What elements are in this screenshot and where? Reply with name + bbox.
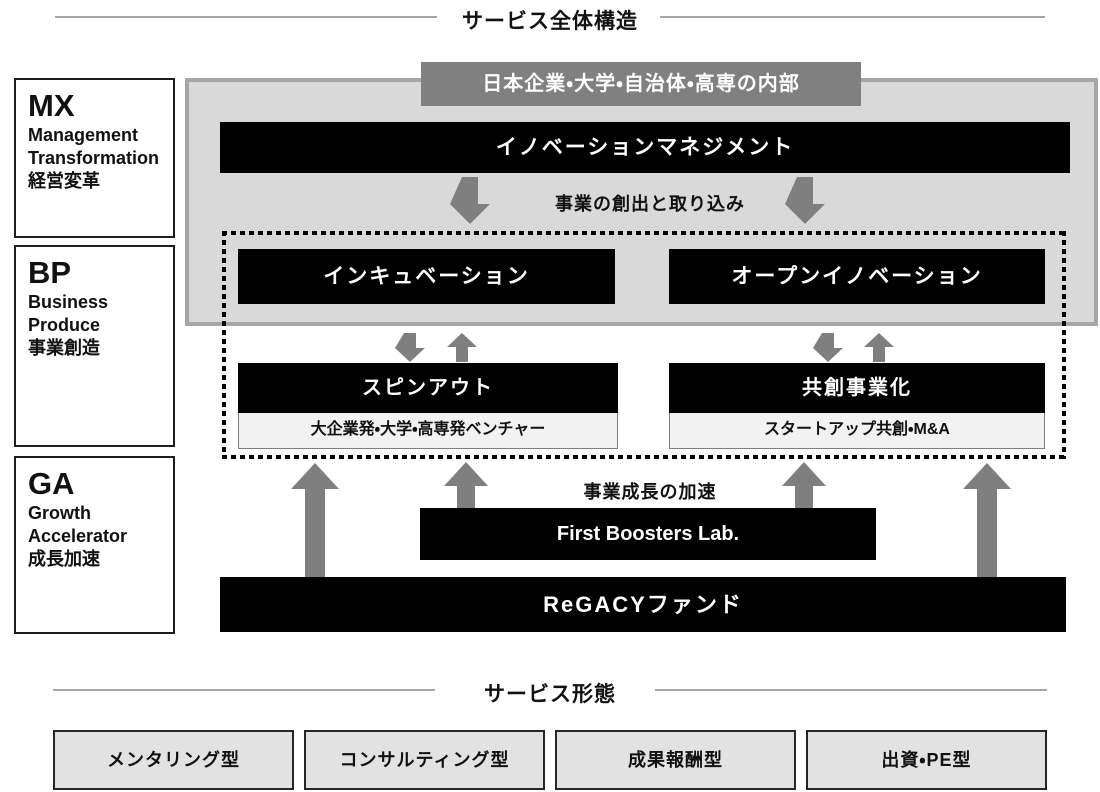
spinout-title: スピンアウト (238, 363, 618, 413)
cocreation-title: 共創事業化 (669, 363, 1045, 413)
service-type-mentoring: メンタリング型 (53, 730, 294, 790)
panel-mx-en1: Management (28, 124, 139, 145)
panel-mx-jp: 経営変革 (28, 171, 100, 192)
title-line-left (53, 689, 435, 691)
up-arrow-icon (864, 333, 894, 362)
panel-mx-en2: Transformation (28, 148, 160, 169)
first-boosters-lab-bar: First Boosters Lab. (420, 508, 876, 560)
panel-mx-code: MX (28, 88, 75, 123)
service-type-performance: 成果報酬型 (555, 730, 796, 790)
incubation-box: インキュベーション (238, 249, 615, 304)
growth-label: 事業成長の加速 (583, 482, 717, 502)
creation-label: 事業の創出と取り込み (555, 194, 745, 214)
title-line-right (655, 689, 1047, 691)
cocreation-subtitle: スタートアップ共創・M&A (669, 413, 1045, 449)
regacy-fund-bar: ReGACYファンド (220, 577, 1066, 632)
panel-bp-jp: 事業創造 (28, 338, 100, 359)
panel-ga: GA Growth Accelerator 成長加速 (14, 456, 175, 634)
panel-bp: BP Business Produce 事業創造 (14, 245, 175, 447)
up-arrow-icon (444, 462, 488, 508)
diagram-title-bottom: サービス形態 (484, 683, 616, 706)
service-type-investment: 出資・PE型 (806, 730, 1047, 790)
panel-ga-en1: Growth (28, 502, 91, 523)
up-arrow-icon (963, 463, 1011, 577)
panel-bp-code: BP (28, 255, 72, 290)
diagram-title-top: サービス全体構造 (462, 10, 638, 33)
panel-ga-code: GA (28, 466, 75, 501)
panel-mx: MX Management Transformation 経営変革 (14, 78, 175, 238)
service-type-consulting: コンサルティング型 (304, 730, 545, 790)
panel-bp-en1: Business (28, 291, 109, 312)
down-arrow-icon (395, 333, 425, 362)
title-line-left (55, 16, 437, 18)
down-arrow-icon (450, 177, 490, 224)
up-arrow-icon (447, 333, 477, 362)
title-line-right (660, 16, 1045, 18)
down-arrow-icon (785, 177, 825, 224)
cocreation-stack: 共創事業化 スタートアップ共創・M&A (669, 363, 1045, 449)
panel-ga-jp: 成長加速 (28, 549, 100, 570)
up-arrow-icon (291, 463, 339, 577)
open-innovation-box: オープンイノベーション (669, 249, 1045, 304)
up-arrow-icon (782, 462, 826, 508)
innovation-management-bar: イノベーションマネジメント (220, 122, 1070, 173)
panel-bp-en2: Produce (28, 315, 101, 336)
down-arrow-icon (813, 333, 843, 362)
spinout-stack: スピンアウト 大企業発・大学・高専発ベンチャー (238, 363, 618, 449)
panel-ga-en2: Accelerator (28, 526, 128, 547)
spinout-subtitle: 大企業発・大学・高専発ベンチャー (238, 413, 618, 449)
internal-container-header: 日本企業・大学・自治体・高専の内部 (421, 62, 861, 106)
